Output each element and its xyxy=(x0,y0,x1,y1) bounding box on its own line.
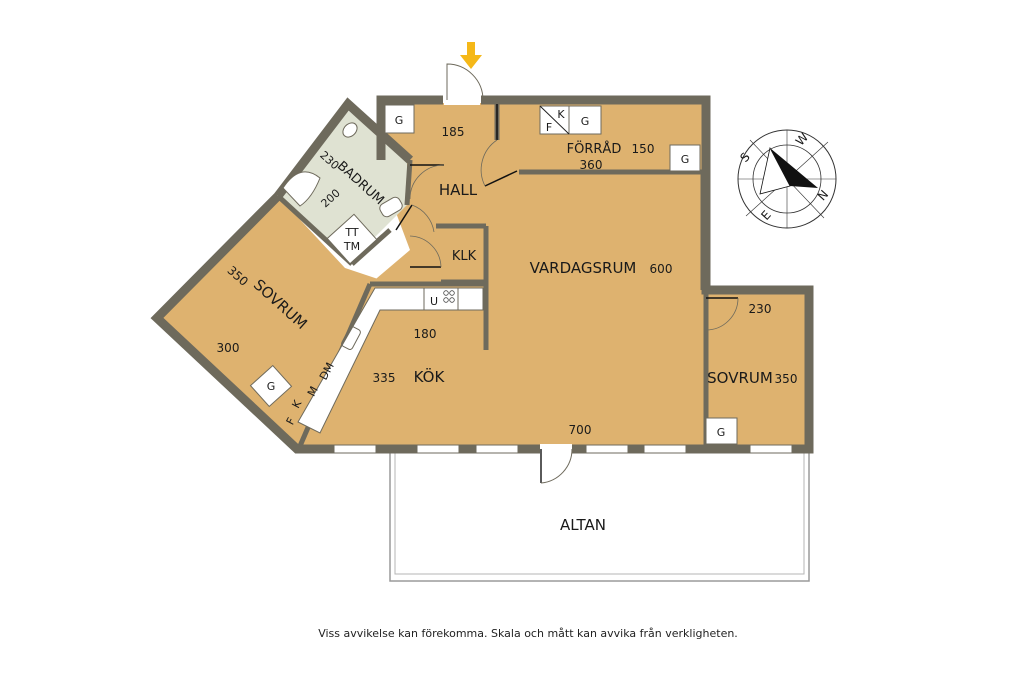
dim-forrad-depth: 150 xyxy=(632,142,655,156)
sink xyxy=(379,196,403,218)
washer-label: TT xyxy=(344,226,359,239)
windows xyxy=(333,444,793,454)
dim-forrad-width: 360 xyxy=(580,158,603,172)
wardrobe-label-hall: G xyxy=(395,114,404,127)
compass-icon xyxy=(737,129,837,229)
stove-burners xyxy=(443,290,455,303)
bathroom-fixtures xyxy=(282,122,403,265)
dim-bottom-width: 700 xyxy=(569,423,592,437)
wardrobe-label-storage-top: G xyxy=(581,115,590,128)
door-swings xyxy=(409,139,739,331)
outer-walls xyxy=(150,95,814,454)
entry-door-gap xyxy=(444,95,480,105)
dim-vardagsrum-depth: 600 xyxy=(650,262,673,276)
main-floor xyxy=(300,103,806,446)
door-leaves xyxy=(395,104,738,299)
kitchen-counter xyxy=(297,287,484,434)
kitchen-sink xyxy=(341,326,361,350)
room-label-vardagsrum: VARDAGSRUM xyxy=(530,259,637,277)
dim-sovrum-left-depth: 300 xyxy=(217,341,240,355)
balcony-outline xyxy=(389,449,810,582)
bathroom-floor xyxy=(278,108,407,260)
wardrobe-label-bedroom-right: G xyxy=(717,426,726,439)
shower-curve xyxy=(282,171,321,207)
storage-fridge-label: F xyxy=(546,121,552,134)
dim-kok-depth: 335 xyxy=(373,371,396,385)
oven-label: U xyxy=(430,295,438,308)
room-label-kok: KÖK xyxy=(414,367,446,386)
room-label-klk: KLK xyxy=(452,249,477,264)
room-label-forrad: FÖRRÅD xyxy=(567,140,622,157)
disclaimer: Viss avvikelse kan förekomma. Skala och … xyxy=(318,627,738,640)
dim-hall-width: 185 xyxy=(442,125,465,139)
wardrobe-bedroom-right xyxy=(705,417,738,445)
toilet xyxy=(342,122,358,138)
wardrobe-storage-top xyxy=(568,105,602,135)
dim-sovrum-right-width: 230 xyxy=(749,302,772,316)
dim-sovrum-right-depth: 350 xyxy=(775,372,798,386)
compass-pointer xyxy=(770,148,818,188)
wardrobe-hall xyxy=(384,104,415,134)
kitchen-fridge-label: F xyxy=(284,416,298,428)
storage-freezer-label: K xyxy=(557,108,565,121)
balcony-door-gap xyxy=(540,444,572,454)
storage-fridge-divider xyxy=(539,105,570,135)
dim-kok-width: 180 xyxy=(414,327,437,341)
wardrobe-storage xyxy=(669,144,701,172)
room-label-hall: HALL xyxy=(439,181,478,199)
wardrobe-bedroom-left xyxy=(249,364,293,408)
entry-door-swing xyxy=(446,63,484,101)
room-label-sovrum-right: SOVRUM xyxy=(707,369,773,387)
washer-dryer-box xyxy=(326,213,378,265)
wardrobe-label-storage: G xyxy=(681,153,690,166)
wardrobes xyxy=(249,104,738,445)
wardrobe-label-bedroom-left: G xyxy=(267,380,276,393)
balcony-door-swing xyxy=(540,448,573,484)
dryer-label: TM xyxy=(343,240,360,253)
room-label-altan: ALTAN xyxy=(560,516,606,534)
entrance-arrow-icon xyxy=(460,42,482,69)
